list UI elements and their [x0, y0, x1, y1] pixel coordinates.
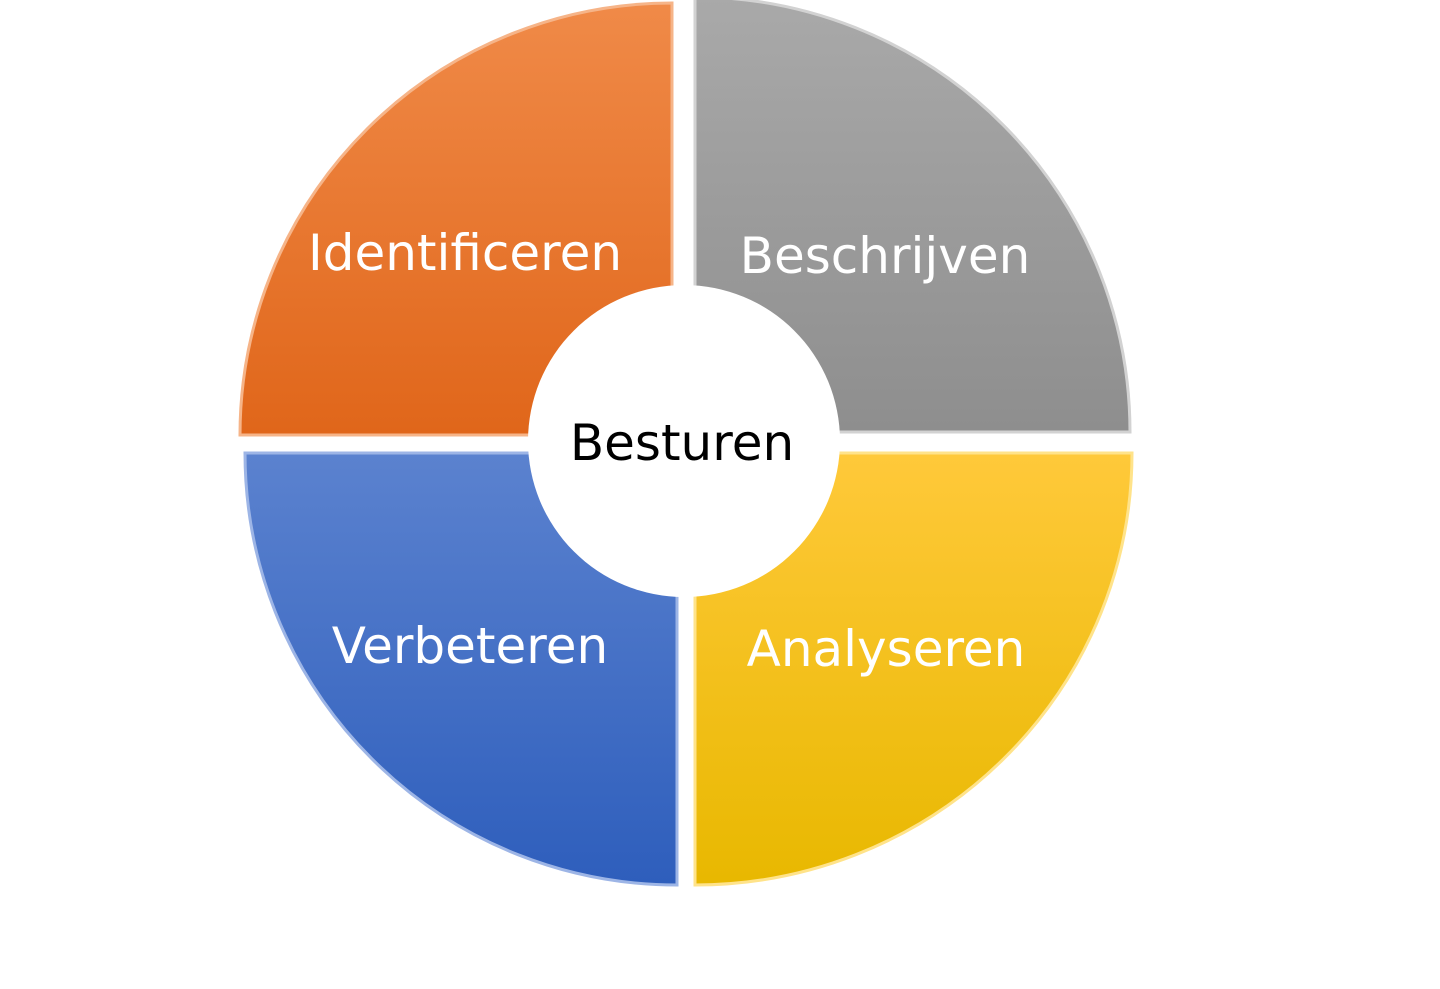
label-verbeteren: Verbeteren — [332, 617, 608, 675]
label-identificeren: Identificeren — [308, 224, 622, 282]
quadrant-analyseren — [693, 451, 1134, 887]
quadrant-identificeren — [238, 1, 674, 437]
quadrant-verbeteren — [243, 451, 679, 887]
label-beschrijven: Beschrijven — [740, 227, 1031, 285]
quadrant-beschrijven — [693, 0, 1132, 434]
label-analyseren: Analyseren — [747, 620, 1026, 678]
center-circle — [528, 285, 840, 597]
label-besturen: Besturen — [570, 414, 794, 472]
